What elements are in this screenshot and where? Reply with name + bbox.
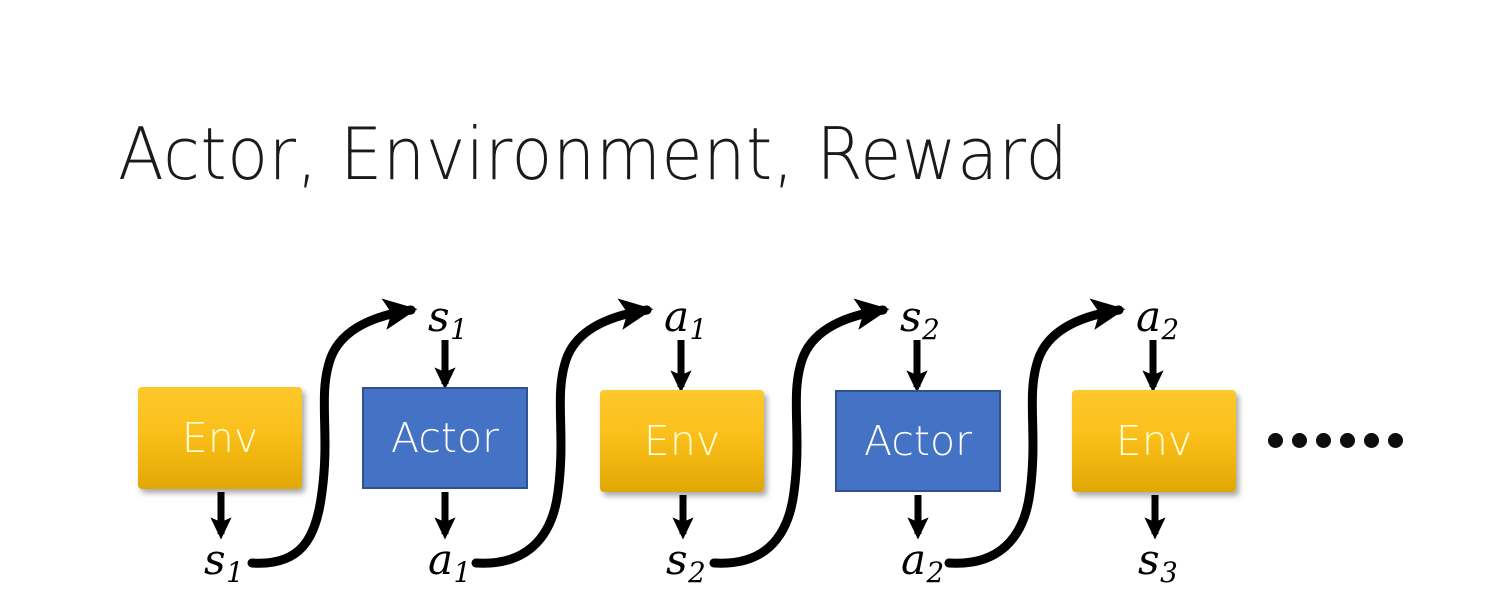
label-base: a xyxy=(1136,292,1162,341)
node-env3[interactable]: Env xyxy=(1072,390,1236,492)
node-env2[interactable]: Env xyxy=(600,390,764,492)
ellipsis-dot xyxy=(1292,433,1307,448)
math-label-top-top-s1: s1 xyxy=(428,296,468,344)
label-subscript: 2 xyxy=(926,556,945,590)
label-subscript: 1 xyxy=(689,313,708,347)
label-base: s xyxy=(204,535,226,584)
math-label-bottom-bot-a2: a2 xyxy=(901,539,944,587)
node-actor1[interactable]: Actor xyxy=(362,387,528,489)
node-label: Actor xyxy=(391,413,499,462)
label-subscript: 1 xyxy=(450,313,468,347)
math-label-bottom-bot-s1: s1 xyxy=(204,539,244,587)
label-base: a xyxy=(428,535,454,584)
math-label-top-top-a1: a1 xyxy=(664,296,707,344)
label-subscript: 3 xyxy=(1160,556,1178,590)
label-base: s xyxy=(900,292,922,341)
label-base: s xyxy=(1138,535,1160,584)
math-label-top-top-s2: s2 xyxy=(900,296,940,344)
label-base: a xyxy=(664,292,690,341)
math-label-bottom-bot-s3: s3 xyxy=(1138,539,1178,587)
label-base: s xyxy=(428,292,450,341)
label-subscript: 2 xyxy=(1161,313,1180,347)
label-base: s xyxy=(666,535,688,584)
label-base: a xyxy=(901,535,927,584)
down-arrows-into-nodes xyxy=(434,340,1164,393)
math-label-top-top-a2: a2 xyxy=(1136,296,1179,344)
ellipsis-dot xyxy=(1268,433,1283,448)
ellipsis-dot xyxy=(1340,433,1355,448)
node-label: Env xyxy=(181,413,259,462)
label-subscript: 1 xyxy=(226,556,244,590)
page-title: Actor, Environment, Reward xyxy=(118,112,1069,196)
ellipsis-dot xyxy=(1316,433,1331,448)
math-label-bottom-bot-s2: s2 xyxy=(666,539,706,587)
label-subscript: 2 xyxy=(922,313,940,347)
node-label: Env xyxy=(643,416,721,465)
ellipsis-dot xyxy=(1364,433,1379,448)
node-label: Env xyxy=(1115,416,1193,465)
node-env1[interactable]: Env xyxy=(138,387,302,489)
ellipsis-dot xyxy=(1388,433,1403,448)
ellipsis-dots xyxy=(1268,433,1403,448)
down-arrows-out-of-nodes xyxy=(210,492,1166,540)
node-actor2[interactable]: Actor xyxy=(835,390,1001,492)
node-label: Actor xyxy=(864,416,972,465)
label-subscript: 2 xyxy=(688,556,706,590)
label-subscript: 1 xyxy=(453,556,472,590)
math-label-bottom-bot-a1: a1 xyxy=(428,539,471,587)
